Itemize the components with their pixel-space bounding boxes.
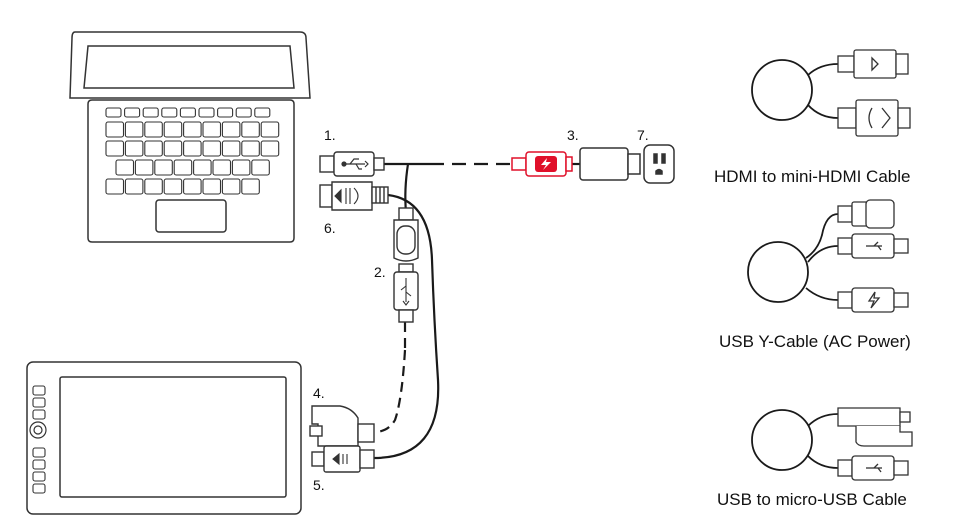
keyboard-key [173,159,193,176]
keyboard-key [198,107,215,118]
keyboard-key [144,140,163,157]
keyboard-key [260,121,280,138]
caption-usb-y-cable: USB Y-Cable (AC Power) [719,332,911,351]
callout-3: 3. [567,127,579,143]
keyboard-key [105,140,125,157]
power-bolt-icon [535,156,557,172]
ac-outlet-icon [643,144,675,184]
keyboard-key [105,121,125,138]
keyboard-key [124,178,144,195]
keyboard-key [105,178,125,195]
keyboard-key [202,121,222,138]
keyboard-key [161,107,178,118]
keyboard-key [212,159,232,176]
keyboard-key [254,107,271,118]
keyboard-key [202,178,222,195]
keyboard-key [163,121,183,138]
keyboard-key [183,140,202,157]
express-key [32,459,46,470]
keyboard-key [179,107,196,118]
usb-icon [400,278,412,306]
pen-display-touch-ring [29,421,47,439]
express-key [32,447,46,458]
keyboard-key [260,140,280,157]
keyboard-key [241,121,260,138]
usb-a-connector-1 [319,151,385,177]
keyboard-key [221,178,241,195]
callout-5: 5. [313,477,325,493]
keyboard-key [202,140,222,157]
pen-display-express-keys [32,385,46,494]
caption-hdmi-cable: HDMI to mini-HDMI Cable [714,167,910,186]
usb-icon [341,158,369,170]
cable-lines [373,162,640,460]
keyboard-key [221,121,241,138]
hdmi-connector-6 [319,181,389,211]
mini-hdmi-connector-5 [311,445,375,473]
callout-1: 1. [324,127,336,143]
keyboard-key [142,107,159,118]
callout-4: 4. [313,385,325,401]
usb-a-connector [837,455,909,481]
express-key [32,483,46,494]
keyboard-key [124,140,144,157]
callout-6: 6. [324,220,336,236]
power-adapter-icon [579,147,641,181]
keyboard-key [217,107,234,118]
express-key [32,397,46,408]
callout-7: 7. [637,127,649,143]
keyboard-key [144,178,163,195]
hdmi-connector [837,99,911,137]
express-key [32,385,46,396]
micro-usb-head [837,199,895,229]
usb-a-data-head [837,233,909,259]
laptop-keyboard [105,107,280,195]
keyboard-key [105,107,122,118]
laptop-icon [69,31,311,243]
keyboard-key [144,121,163,138]
keyboard-key [231,159,251,176]
keyboard-key [235,107,252,118]
usb-y-cable [747,213,839,303]
callout-2: 2. [374,264,386,280]
keyboard-key [241,140,260,157]
keyboard-key [183,121,202,138]
keyboard-key [183,178,202,195]
express-key [32,409,46,420]
pen-display-icon [26,361,302,515]
keyboard-key [193,159,212,176]
hdmi-icon [334,187,359,205]
keyboard-key [134,159,154,176]
hdmi-icon [332,452,348,466]
usb-to-micro-usb-cable [751,409,839,471]
keyboard-key [154,159,173,176]
keyboard-key [115,159,135,176]
hdmi-to-mini-hdmi-cable [751,59,839,121]
micro-usb-connector [837,407,913,447]
micro-usb-connector-4 [309,405,375,447]
keyboard-key [221,140,241,157]
caption-usb-micro-cable: USB to micro-USB Cable [717,490,907,509]
keyboard-key [241,178,260,195]
keyboard-key [163,178,183,195]
keyboard-key [124,107,141,118]
express-key [32,471,46,482]
usb-a-power-head [837,287,909,313]
mini-hdmi-connector [837,49,909,79]
keyboard-key [251,159,270,176]
keyboard-key [163,140,183,157]
keyboard-key [124,121,144,138]
